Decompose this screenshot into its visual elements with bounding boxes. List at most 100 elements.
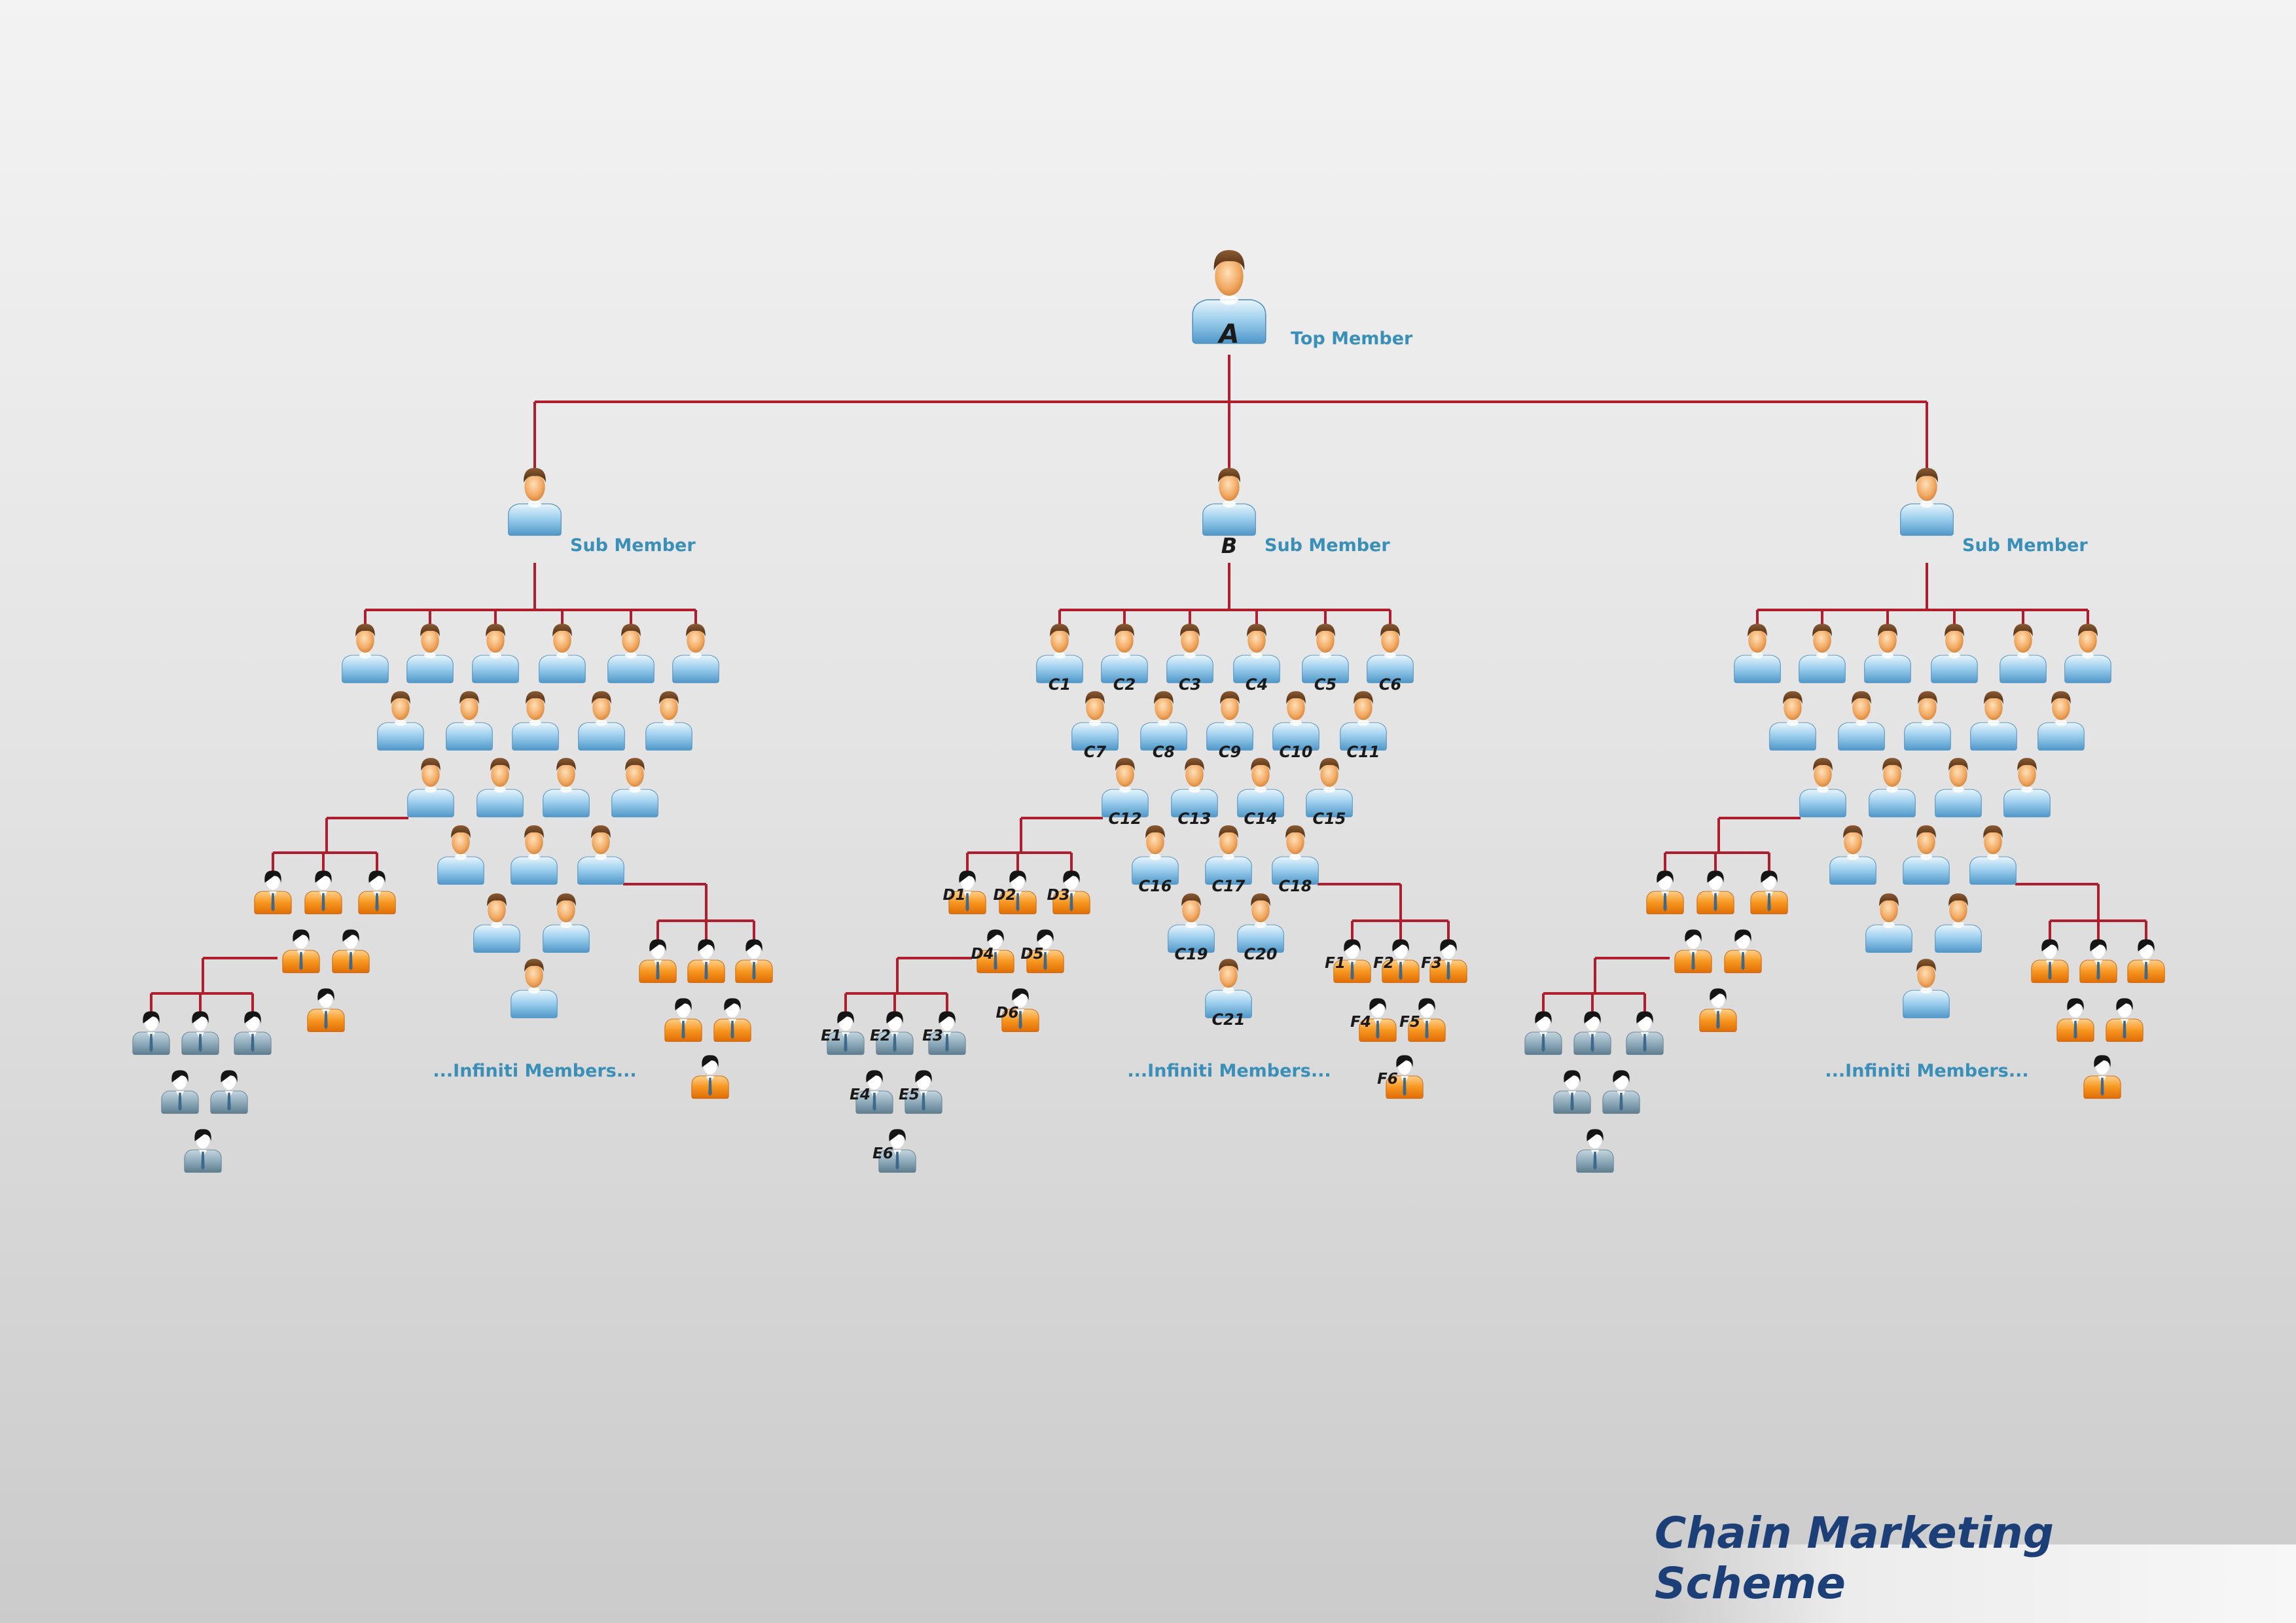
member-icons xyxy=(132,250,2165,1173)
child-member-icon xyxy=(1036,624,1083,683)
child-member-icon xyxy=(511,825,558,885)
child-member-icon xyxy=(1340,691,1387,751)
d-member-icon xyxy=(304,870,342,914)
d-member-icon xyxy=(1026,929,1064,973)
child-member-id: C1 xyxy=(1049,675,1071,694)
child-member-id: C21 xyxy=(1211,1010,1245,1029)
e-member-icon xyxy=(878,1129,916,1173)
child-member-id: C17 xyxy=(1211,877,1245,895)
child-member-id: C6 xyxy=(1379,675,1401,694)
e-member-icon xyxy=(876,1011,914,1055)
sub-member-caption: Sub Member xyxy=(570,535,696,556)
child-member-id: C8 xyxy=(1153,743,1175,761)
child-member-id: C19 xyxy=(1174,945,1208,963)
f-member-icon xyxy=(2079,939,2117,983)
e-member-icon xyxy=(1626,1011,1664,1055)
child-member-id: C11 xyxy=(1346,743,1380,761)
child-member-icon xyxy=(1302,624,1349,683)
diagram-title: Chain Marketing Scheme xyxy=(1655,1508,2054,1609)
f-member-id: F4 xyxy=(1350,1014,1371,1031)
f-member-icon xyxy=(639,939,677,983)
d-member-icon xyxy=(1674,929,1712,973)
child-member-icon xyxy=(2000,624,2047,683)
sub-member-icon xyxy=(1202,468,1256,536)
child-member-icon xyxy=(1799,624,1846,683)
sub-member-id: B xyxy=(1221,533,1237,558)
child-member-icon xyxy=(377,691,424,751)
f-member-icon xyxy=(664,998,702,1042)
e-member-icon xyxy=(132,1011,170,1055)
child-member-icon xyxy=(611,758,658,817)
f-member-icon xyxy=(691,1055,729,1099)
d-member-icon xyxy=(999,870,1037,914)
child-member-icon xyxy=(543,893,590,953)
f-member-icon xyxy=(2127,939,2165,983)
f-member-id: F2 xyxy=(1373,955,1394,972)
child-member-icon xyxy=(1140,691,1187,751)
f-member-icon xyxy=(1386,1055,1424,1099)
d-member-icon xyxy=(1052,870,1090,914)
child-member-icon xyxy=(1206,691,1253,751)
child-member-icon xyxy=(1367,624,1414,683)
e-member-icon xyxy=(234,1011,272,1055)
d-member-icon xyxy=(948,870,986,914)
e-member-icon xyxy=(1576,1129,1614,1173)
e-member-id: E4 xyxy=(850,1086,870,1103)
f-member-id: F5 xyxy=(1399,1014,1420,1031)
child-member-icon xyxy=(472,624,519,683)
f-member-icon xyxy=(2106,998,2144,1042)
d-member-icon xyxy=(1750,870,1788,914)
d-member-icon xyxy=(1699,988,1737,1032)
f-member-id: F6 xyxy=(1377,1071,1398,1088)
e-member-icon xyxy=(928,1011,966,1055)
child-member-id: C2 xyxy=(1113,675,1136,694)
child-member-id: C9 xyxy=(1219,743,1241,761)
d-member-icon xyxy=(282,929,320,973)
connector-lines xyxy=(150,355,2147,1016)
e-member-icon xyxy=(181,1011,219,1055)
child-member-icon xyxy=(511,959,558,1018)
child-member-icon xyxy=(1071,691,1119,751)
child-member-icon xyxy=(1205,959,1252,1018)
child-member-icon xyxy=(342,624,389,683)
f-member-id: F1 xyxy=(1325,955,1346,972)
child-member-icon xyxy=(645,691,692,751)
child-member-icon xyxy=(1931,624,1978,683)
d-member-id: D4 xyxy=(971,946,994,963)
e-member-icon xyxy=(184,1129,222,1173)
child-member-icon xyxy=(1903,959,1950,1018)
child-member-icon xyxy=(2037,691,2085,751)
child-member-icon xyxy=(1869,758,1916,817)
e-member-id: E5 xyxy=(899,1086,920,1103)
child-member-icon xyxy=(1205,825,1252,885)
child-member-icon xyxy=(1734,624,1781,683)
d-member-id: D5 xyxy=(1020,946,1043,963)
child-member-icon xyxy=(1132,825,1179,885)
child-member-icon xyxy=(1101,624,1148,683)
child-member-icon xyxy=(578,691,625,751)
f-member-icon xyxy=(2056,998,2094,1042)
child-member-icon xyxy=(406,624,454,683)
e-member-icon xyxy=(210,1070,248,1114)
child-member-icon xyxy=(1970,691,2017,751)
child-member-id: C12 xyxy=(1108,810,1141,828)
e-member-icon xyxy=(855,1070,893,1114)
child-member-id: C4 xyxy=(1246,675,1268,694)
child-member-icon xyxy=(473,893,520,953)
child-member-icon xyxy=(1904,691,1951,751)
e-member-id: E1 xyxy=(821,1027,842,1044)
d-member-icon xyxy=(1001,988,1039,1032)
child-member-icon xyxy=(1865,893,1912,953)
f-member-icon xyxy=(1333,939,1371,983)
child-member-icon xyxy=(577,825,624,885)
child-member-icon xyxy=(1166,624,1213,683)
f-member-icon xyxy=(735,939,773,983)
e-member-id: E3 xyxy=(922,1027,943,1044)
d-member-icon xyxy=(358,870,396,914)
top-member-icon xyxy=(1192,250,1266,344)
child-member-icon xyxy=(1233,624,1280,683)
sub-member-caption: Sub Member xyxy=(1265,535,1390,556)
f-member-icon xyxy=(1382,939,1420,983)
child-member-icon xyxy=(512,691,559,751)
top-member-caption: Top Member xyxy=(1291,329,1413,349)
